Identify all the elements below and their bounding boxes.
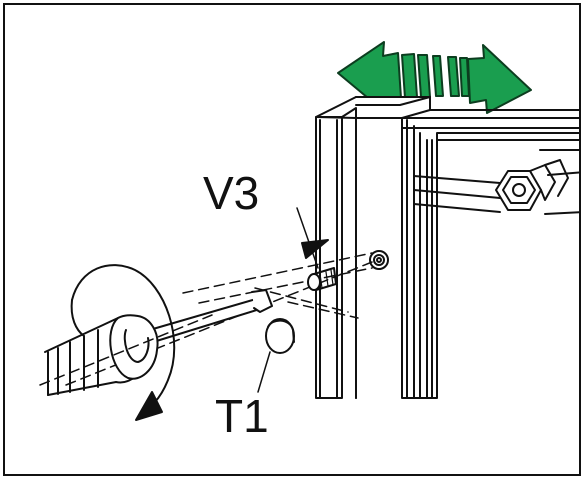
movement-arrow-icon [337, 41, 532, 114]
screw-v3 [296, 207, 337, 291]
illustration-frame [3, 3, 581, 476]
frame-profile [315, 96, 579, 399]
screw-label: V3 [203, 167, 260, 219]
rotation-arrow-icon [70, 264, 176, 421]
cap-label: T1 [215, 390, 269, 442]
cap-t1 [257, 318, 295, 393]
screwdriver-icon [39, 289, 273, 396]
hex-fitting [495, 159, 569, 211]
insertion-arrow-icon [301, 239, 329, 259]
